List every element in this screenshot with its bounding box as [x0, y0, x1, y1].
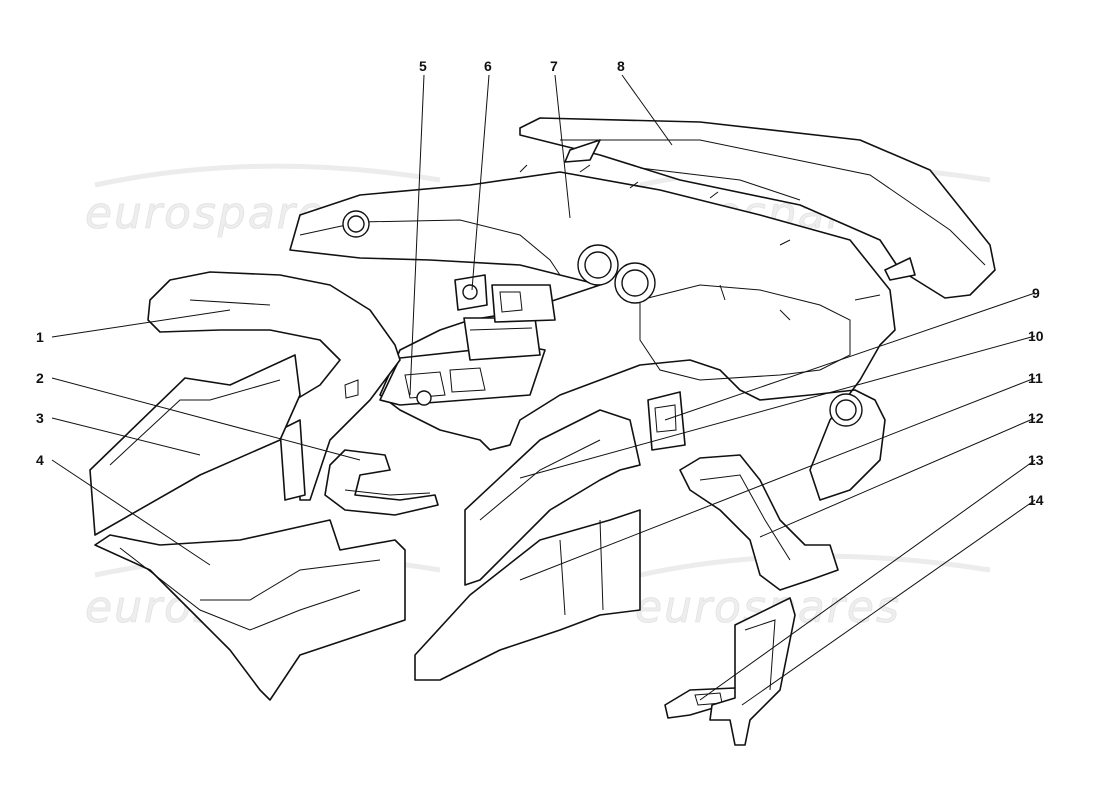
- watermark-top-left: eurospares: [85, 163, 441, 239]
- part-3-left-side-panel: [89, 354, 301, 536]
- callout-2: 2: [36, 370, 44, 386]
- part-14-bracket: [709, 597, 796, 746]
- callout-6: 6: [484, 58, 492, 74]
- leader-lines: [51, 74, 1036, 706]
- callout-4: 4: [36, 452, 44, 468]
- part-12-right-duct: [679, 454, 839, 591]
- callout-12: 12: [1028, 410, 1044, 426]
- part-4-lower-left-panel: [94, 519, 406, 701]
- callout-labels: 1 2 3 4 5 6 7 8 9 10 11 12 13 14: [36, 58, 1044, 508]
- callout-5: 5: [419, 58, 427, 74]
- callout-1: 1: [36, 329, 44, 345]
- part-8-rear-panel: [519, 117, 996, 299]
- callout-14: 14: [1028, 492, 1044, 508]
- svg-text:eurospares: eurospares: [85, 188, 351, 239]
- callout-7: 7: [550, 58, 558, 74]
- part-10-tunnel-panel: [464, 409, 641, 586]
- callout-11: 11: [1028, 370, 1043, 386]
- callout-13: 13: [1028, 452, 1044, 468]
- callout-8: 8: [617, 58, 625, 74]
- part-6-bracket: [454, 274, 556, 323]
- part-7-dashboard: [289, 164, 896, 501]
- part-11-lower-center-panel: [414, 509, 641, 681]
- callout-9: 9: [1032, 285, 1040, 301]
- callout-10: 10: [1028, 328, 1044, 344]
- callout-3: 3: [36, 410, 44, 426]
- part-2-curved-bracket: [324, 449, 439, 516]
